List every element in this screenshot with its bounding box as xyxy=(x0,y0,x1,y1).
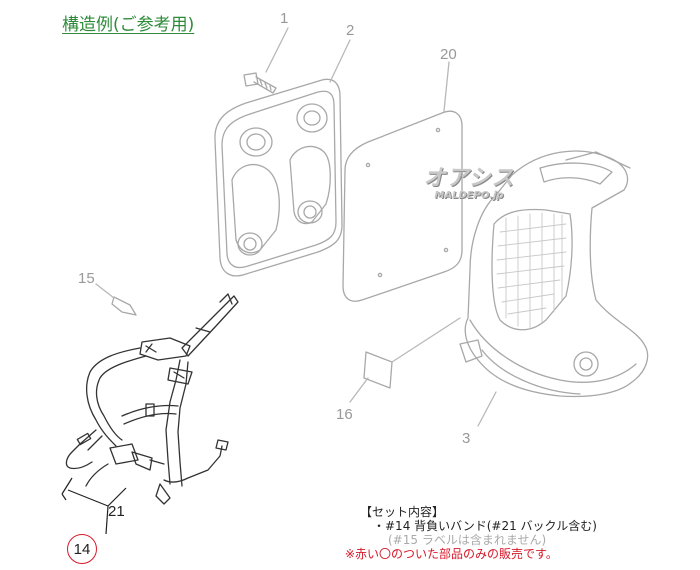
bracket-21 xyxy=(61,477,127,535)
leader-16 xyxy=(349,377,369,403)
part-number-14: 14 xyxy=(73,541,91,558)
part-2-back-plate xyxy=(214,78,343,277)
part-number-15: 15 xyxy=(78,270,95,287)
part-number-20: 20 xyxy=(440,46,457,63)
part-14-harness xyxy=(65,293,239,505)
part-number-14-circled: 14 xyxy=(67,534,97,564)
set-contents-heading: 【セット内容】 xyxy=(360,505,445,519)
set-contents-item: ・#14 背負いバンド(#21 バックル含む) xyxy=(373,519,597,533)
part-3-seat-shell xyxy=(459,150,649,398)
leader-16b xyxy=(391,317,461,363)
diagram-title: 構造例(ご参考用) xyxy=(62,15,195,35)
sale-warning: ※赤い〇のついた部品のみの販売です。 xyxy=(345,547,558,561)
watermark: オアシス MALDEPO.jp xyxy=(414,168,524,202)
leader-2 xyxy=(329,39,351,83)
leader-20 xyxy=(443,61,450,112)
part-number-1: 1 xyxy=(280,10,289,27)
watermark-sub: MALDEPO.jp xyxy=(434,190,504,201)
seat-mesh xyxy=(496,212,567,329)
leader-1 xyxy=(265,27,289,73)
part-number-3: 3 xyxy=(462,430,471,447)
leader-3 xyxy=(477,391,497,427)
set-contents-exclusion: (#15 ラベルは含まれません) xyxy=(388,533,547,547)
part-15-label xyxy=(111,296,137,316)
part-16-label xyxy=(363,351,393,389)
part-number-16: 16 xyxy=(336,406,353,423)
part-1-screw xyxy=(243,72,277,94)
part-number-21: 21 xyxy=(108,503,125,520)
watermark-main: オアシス xyxy=(423,166,515,191)
part-number-2: 2 xyxy=(346,22,355,39)
leader-15 xyxy=(95,283,115,299)
part-20-pad xyxy=(342,110,463,302)
